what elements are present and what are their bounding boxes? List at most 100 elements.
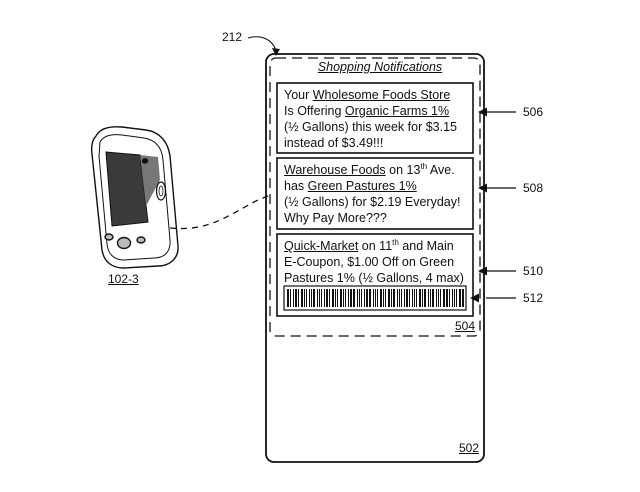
barcode-bar <box>449 289 450 307</box>
arrow-510 <box>478 266 487 276</box>
barcode-bar <box>388 289 390 307</box>
barcode-bar <box>317 289 318 307</box>
barcode-bar <box>295 289 297 307</box>
barcode-bar <box>416 289 417 307</box>
barcode-bar <box>309 289 310 307</box>
reference-leaders <box>486 111 516 299</box>
barcode-512-frame <box>283 285 467 311</box>
barcode-bar <box>412 289 413 307</box>
barcode-bar <box>456 289 457 307</box>
card-508-text[interactable]: Warehouse Foods on 13th Ave. has Green P… <box>284 162 460 226</box>
barcode-bar <box>301 289 303 307</box>
card1-offer-prefix: Is Offering <box>284 104 345 118</box>
card3-street-end: and Main <box>398 239 454 253</box>
arrow-212 <box>272 48 280 56</box>
card-510-text[interactable]: Quick-Market on 11th and Main E-Coupon, … <box>284 238 464 286</box>
device-502-outline <box>265 53 485 463</box>
barcode-bar <box>443 289 445 307</box>
barcode-bar <box>348 289 349 307</box>
card2-line3: (½ Gallons) for $2.19 Everyday! <box>284 195 461 209</box>
barcode-bar <box>404 289 405 307</box>
barcode-bar <box>440 289 441 307</box>
barcode-bar <box>357 289 358 307</box>
label-212: 212 <box>222 30 243 44</box>
barcode-bar <box>337 289 338 307</box>
barcode-bar <box>406 289 408 307</box>
arrow-512 <box>470 293 479 303</box>
connection-line <box>169 195 269 230</box>
screen-212-outline <box>269 57 481 337</box>
barcode-bar <box>350 289 352 307</box>
card-508-box <box>276 157 474 230</box>
barcode-bar <box>430 289 431 307</box>
barcode-bar <box>393 289 395 307</box>
barcode-bar <box>436 289 437 307</box>
barcode-bar <box>304 289 305 307</box>
barcode-bar <box>419 289 421 307</box>
barcode-bar <box>326 289 328 307</box>
barcode-bar <box>353 289 355 307</box>
leader-212 <box>247 36 277 51</box>
label-508: 508 <box>523 181 544 195</box>
arrow-506 <box>478 107 487 117</box>
barcode-bar <box>414 289 415 307</box>
card-506-text[interactable]: Your Wholesome Foods Store Is Offering O… <box>284 87 457 151</box>
barcode-bar <box>340 289 342 307</box>
barcode-bar <box>428 289 429 307</box>
barcode-bar <box>409 289 410 307</box>
barcode-bar <box>397 289 398 307</box>
barcode-512-bars <box>287 289 464 307</box>
barcode-bar <box>306 289 307 307</box>
card3-street-suffix: th <box>392 237 399 247</box>
barcode-bar <box>399 289 400 307</box>
barcode-bar <box>375 289 376 307</box>
card-506-box <box>276 82 474 154</box>
card2-street-suffix: th <box>420 161 428 171</box>
barcode-bar <box>385 289 386 307</box>
barcode-bar <box>383 289 384 307</box>
card2-street-end: Ave. <box>427 163 455 177</box>
label-102-3: 102-3 <box>108 272 139 286</box>
barcode-bar <box>454 289 455 307</box>
barcode-bar <box>364 289 365 307</box>
barcode-bar <box>377 289 378 307</box>
card1-prefix: Your <box>284 88 313 102</box>
barcode-bar <box>298 289 299 307</box>
barcode-bar <box>373 289 374 307</box>
barcode-bar <box>366 289 368 307</box>
arrow-508 <box>478 183 487 193</box>
card3-street: on 11 <box>358 239 393 253</box>
card2-store: Warehouse Foods <box>284 163 386 177</box>
barcode-bar <box>452 289 453 307</box>
card2-street: on 13 <box>385 163 421 177</box>
card3-line2: E-Coupon, $1.00 Off on Green <box>284 255 455 269</box>
barcode-bar <box>462 289 464 307</box>
barcode-bar <box>293 289 294 307</box>
barcode-bar <box>391 289 392 307</box>
card1-store: Wholesome Foods Store <box>312 88 451 102</box>
card2-has: has <box>284 179 308 193</box>
barcode-bar <box>369 289 371 307</box>
barcode-bar <box>359 289 360 307</box>
barcode-bar <box>380 289 382 307</box>
barcode-bar <box>343 289 344 307</box>
card1-brand: Organic Farms 1% <box>344 104 450 118</box>
card3-line3: Pastures 1% (½ Gallons, 4 max) <box>284 271 464 285</box>
barcode-bar <box>401 289 402 307</box>
barcode-bar <box>290 289 291 307</box>
label-512: 512 <box>523 291 544 305</box>
barcode-bar <box>332 289 334 307</box>
barcode-bar <box>321 289 322 307</box>
notifications-title: Shopping Notifications <box>317 60 443 74</box>
phone-illustration <box>90 126 179 269</box>
barcode-bar <box>311 289 312 307</box>
barcode-bar <box>432 289 434 307</box>
barcode-bar <box>313 289 315 307</box>
barcode-bar <box>424 289 426 307</box>
barcode-bar <box>324 289 325 307</box>
barcode-bar <box>459 289 461 307</box>
label-510: 510 <box>523 264 544 278</box>
card1-line4: instead of $3.49!!! <box>284 136 384 150</box>
label-506: 506 <box>523 105 544 119</box>
barcode-bar <box>446 289 448 307</box>
